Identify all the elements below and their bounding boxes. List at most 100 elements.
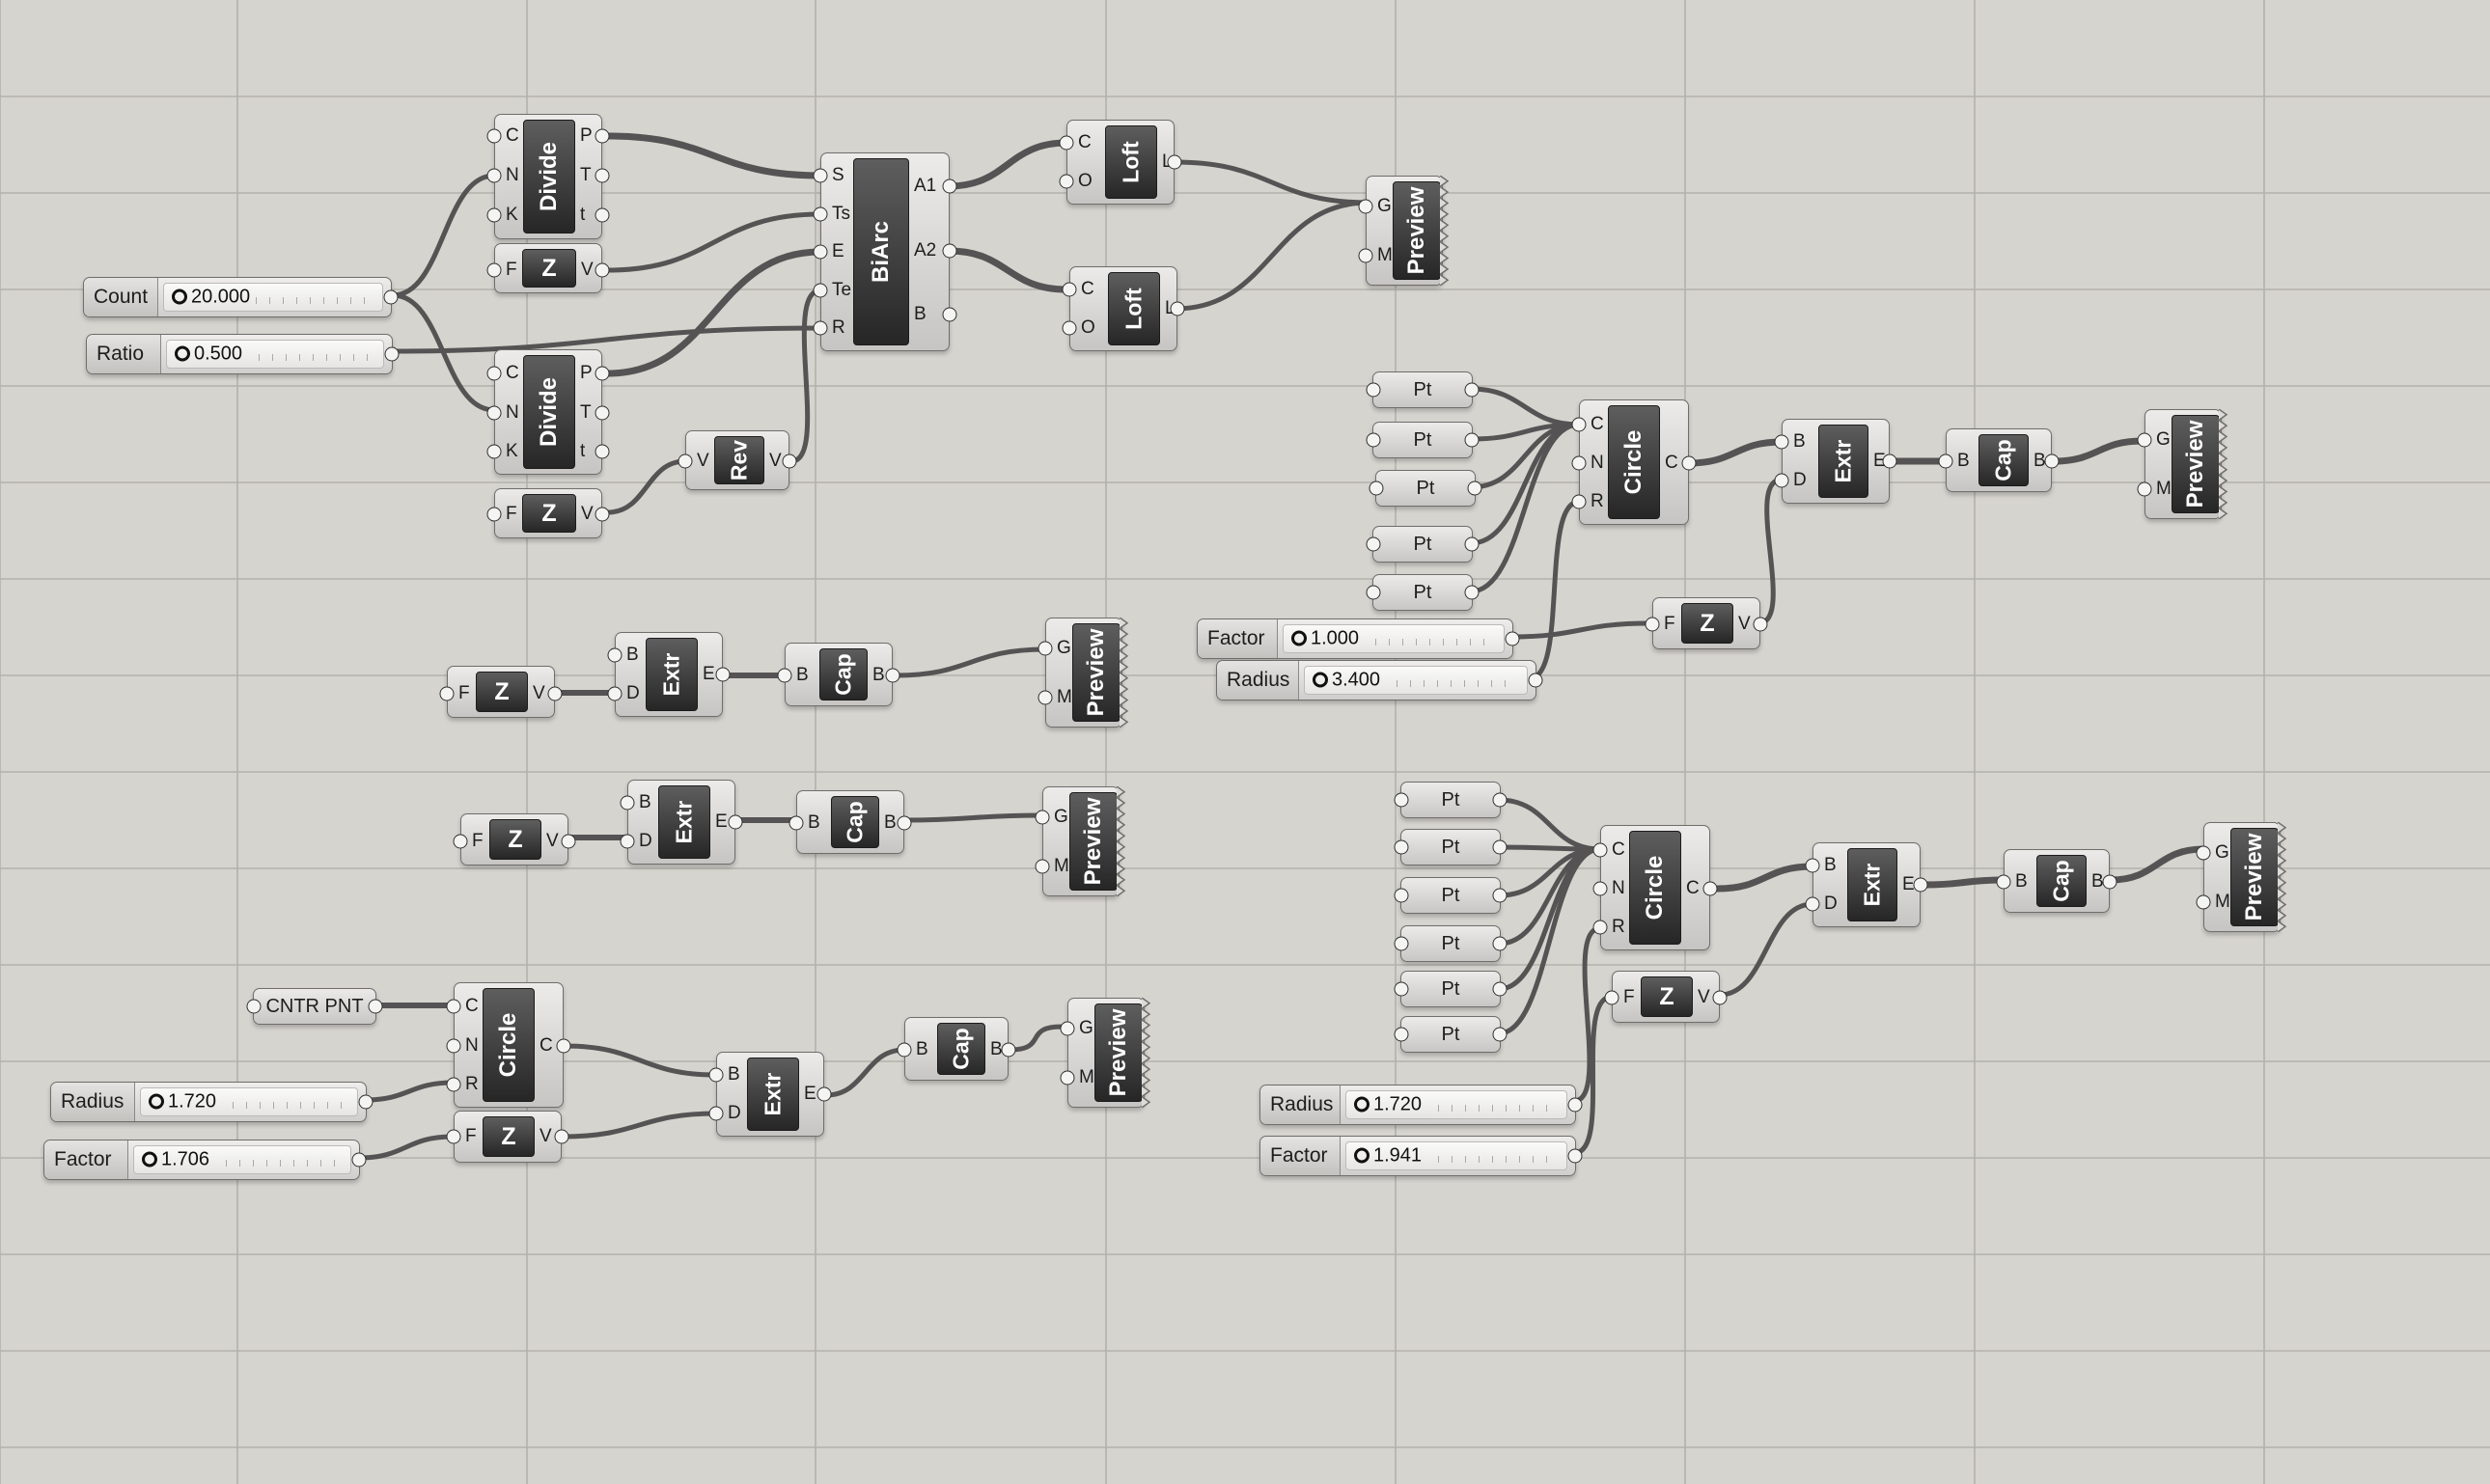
port-grip[interactable] [1712, 990, 1728, 1005]
port-grip[interactable] [1592, 881, 1608, 896]
port-grip[interactable] [1170, 301, 1185, 316]
port-grip[interactable] [486, 366, 502, 381]
slider-track[interactable]: 20.000 [163, 283, 383, 312]
port-grip[interactable] [1394, 792, 1409, 808]
input-port-r[interactable]: R [832, 317, 845, 338]
input-port-e[interactable]: E [832, 241, 844, 261]
input-port-g[interactable]: G [2156, 429, 2171, 450]
port-grip[interactable] [813, 168, 828, 183]
output-port-v[interactable]: V [769, 451, 782, 471]
slider-track[interactable]: 1.720 [140, 1087, 358, 1116]
port-grip[interactable] [1358, 248, 1373, 263]
output-port-c[interactable]: C [1686, 878, 1700, 898]
port-grip[interactable] [1394, 1027, 1409, 1042]
port-grip[interactable] [1038, 641, 1053, 656]
input-port-m[interactable]: M [1057, 687, 1072, 707]
input-port-k[interactable]: K [506, 441, 518, 461]
port-grip[interactable] [1394, 888, 1409, 903]
wire[interactable] [1717, 901, 1815, 998]
port-grip[interactable] [2137, 432, 2152, 448]
port-grip[interactable] [1167, 154, 1182, 170]
port-grip[interactable] [246, 999, 262, 1014]
port-grip[interactable] [486, 207, 502, 223]
wire[interactable] [2107, 845, 2207, 884]
slider-grip[interactable] [1354, 1147, 1370, 1164]
port-grip[interactable] [368, 999, 383, 1014]
port-grip[interactable] [1571, 494, 1587, 509]
wire[interactable] [901, 812, 1045, 823]
port-grip[interactable] [1062, 320, 1077, 336]
port-grip[interactable] [1913, 877, 1928, 893]
output-port-v[interactable]: V [581, 260, 594, 280]
port-grip[interactable] [942, 243, 957, 259]
wire[interactable] [1921, 876, 2007, 889]
input-port-m[interactable]: M [1377, 245, 1393, 265]
port-grip[interactable] [446, 999, 461, 1014]
port-grip[interactable] [1567, 1148, 1583, 1164]
wire[interactable] [1756, 477, 1784, 626]
port-grip[interactable] [595, 444, 610, 459]
output-port-t[interactable]: T [580, 402, 592, 423]
port-grip[interactable] [446, 1038, 461, 1054]
wire[interactable] [605, 211, 823, 273]
port-grip[interactable] [1567, 1097, 1583, 1113]
port-grip[interactable] [1035, 859, 1050, 874]
wire[interactable] [1571, 925, 1603, 1104]
port-grip[interactable] [1592, 920, 1608, 935]
input-port-d[interactable]: D [1793, 470, 1807, 490]
port-grip[interactable] [1592, 842, 1608, 858]
input-port-f[interactable]: F [458, 683, 470, 703]
port-grip[interactable] [1492, 936, 1508, 951]
center-point-param[interactable]: CNTR PNT [246, 988, 383, 1025]
input-port-g[interactable]: G [2215, 842, 2229, 863]
slider-grip[interactable] [1354, 1096, 1370, 1113]
input-port-c[interactable]: C [1591, 414, 1604, 434]
wire[interactable] [605, 458, 688, 515]
wire[interactable] [604, 248, 824, 377]
input-port-b[interactable]: B [639, 792, 651, 812]
port-grip[interactable] [2102, 874, 2117, 890]
input-port-m[interactable]: M [1054, 856, 1069, 876]
port-grip[interactable] [1394, 981, 1409, 997]
port-grip[interactable] [813, 244, 828, 260]
output-port-e[interactable]: E [804, 1084, 816, 1104]
wire[interactable] [1496, 846, 1603, 1036]
port-grip[interactable] [813, 320, 828, 336]
point-param[interactable]: Pt [1369, 470, 1482, 507]
wire[interactable] [1173, 200, 1371, 312]
output-port-t[interactable]: t [580, 441, 586, 461]
input-port-b[interactable]: B [1824, 855, 1837, 875]
input-port-c[interactable]: C [1078, 132, 1092, 152]
input-port-m[interactable]: M [2156, 479, 2172, 499]
output-port-a2[interactable]: A2 [914, 240, 937, 261]
slider-value[interactable]: 3.400 [1313, 670, 1380, 692]
wire[interactable] [945, 139, 1070, 190]
input-port-c[interactable]: C [506, 125, 519, 146]
wire[interactable] [560, 1111, 719, 1140]
wire[interactable] [1508, 620, 1651, 640]
input-port-d[interactable]: D [626, 683, 640, 703]
port-grip[interactable] [595, 128, 610, 144]
port-grip[interactable] [788, 815, 804, 831]
port-grip[interactable] [1467, 481, 1482, 496]
slider-value[interactable]: 1.720 [149, 1091, 216, 1113]
port-grip[interactable] [1492, 1027, 1508, 1042]
output-port-e[interactable]: E [1902, 874, 1915, 894]
slider-track[interactable]: 0.500 [166, 340, 384, 369]
wire[interactable] [788, 288, 823, 464]
output-port-a1[interactable]: A1 [914, 176, 937, 196]
port-grip[interactable] [1062, 282, 1077, 297]
port-grip[interactable] [1464, 432, 1480, 448]
port-grip[interactable] [813, 206, 828, 222]
port-grip[interactable] [708, 1067, 724, 1083]
input-port-d[interactable]: D [639, 831, 652, 851]
wire[interactable] [1007, 1024, 1065, 1053]
port-grip[interactable] [1492, 888, 1508, 903]
port-grip[interactable] [1996, 874, 2011, 890]
port-grip[interactable] [1805, 896, 1820, 912]
